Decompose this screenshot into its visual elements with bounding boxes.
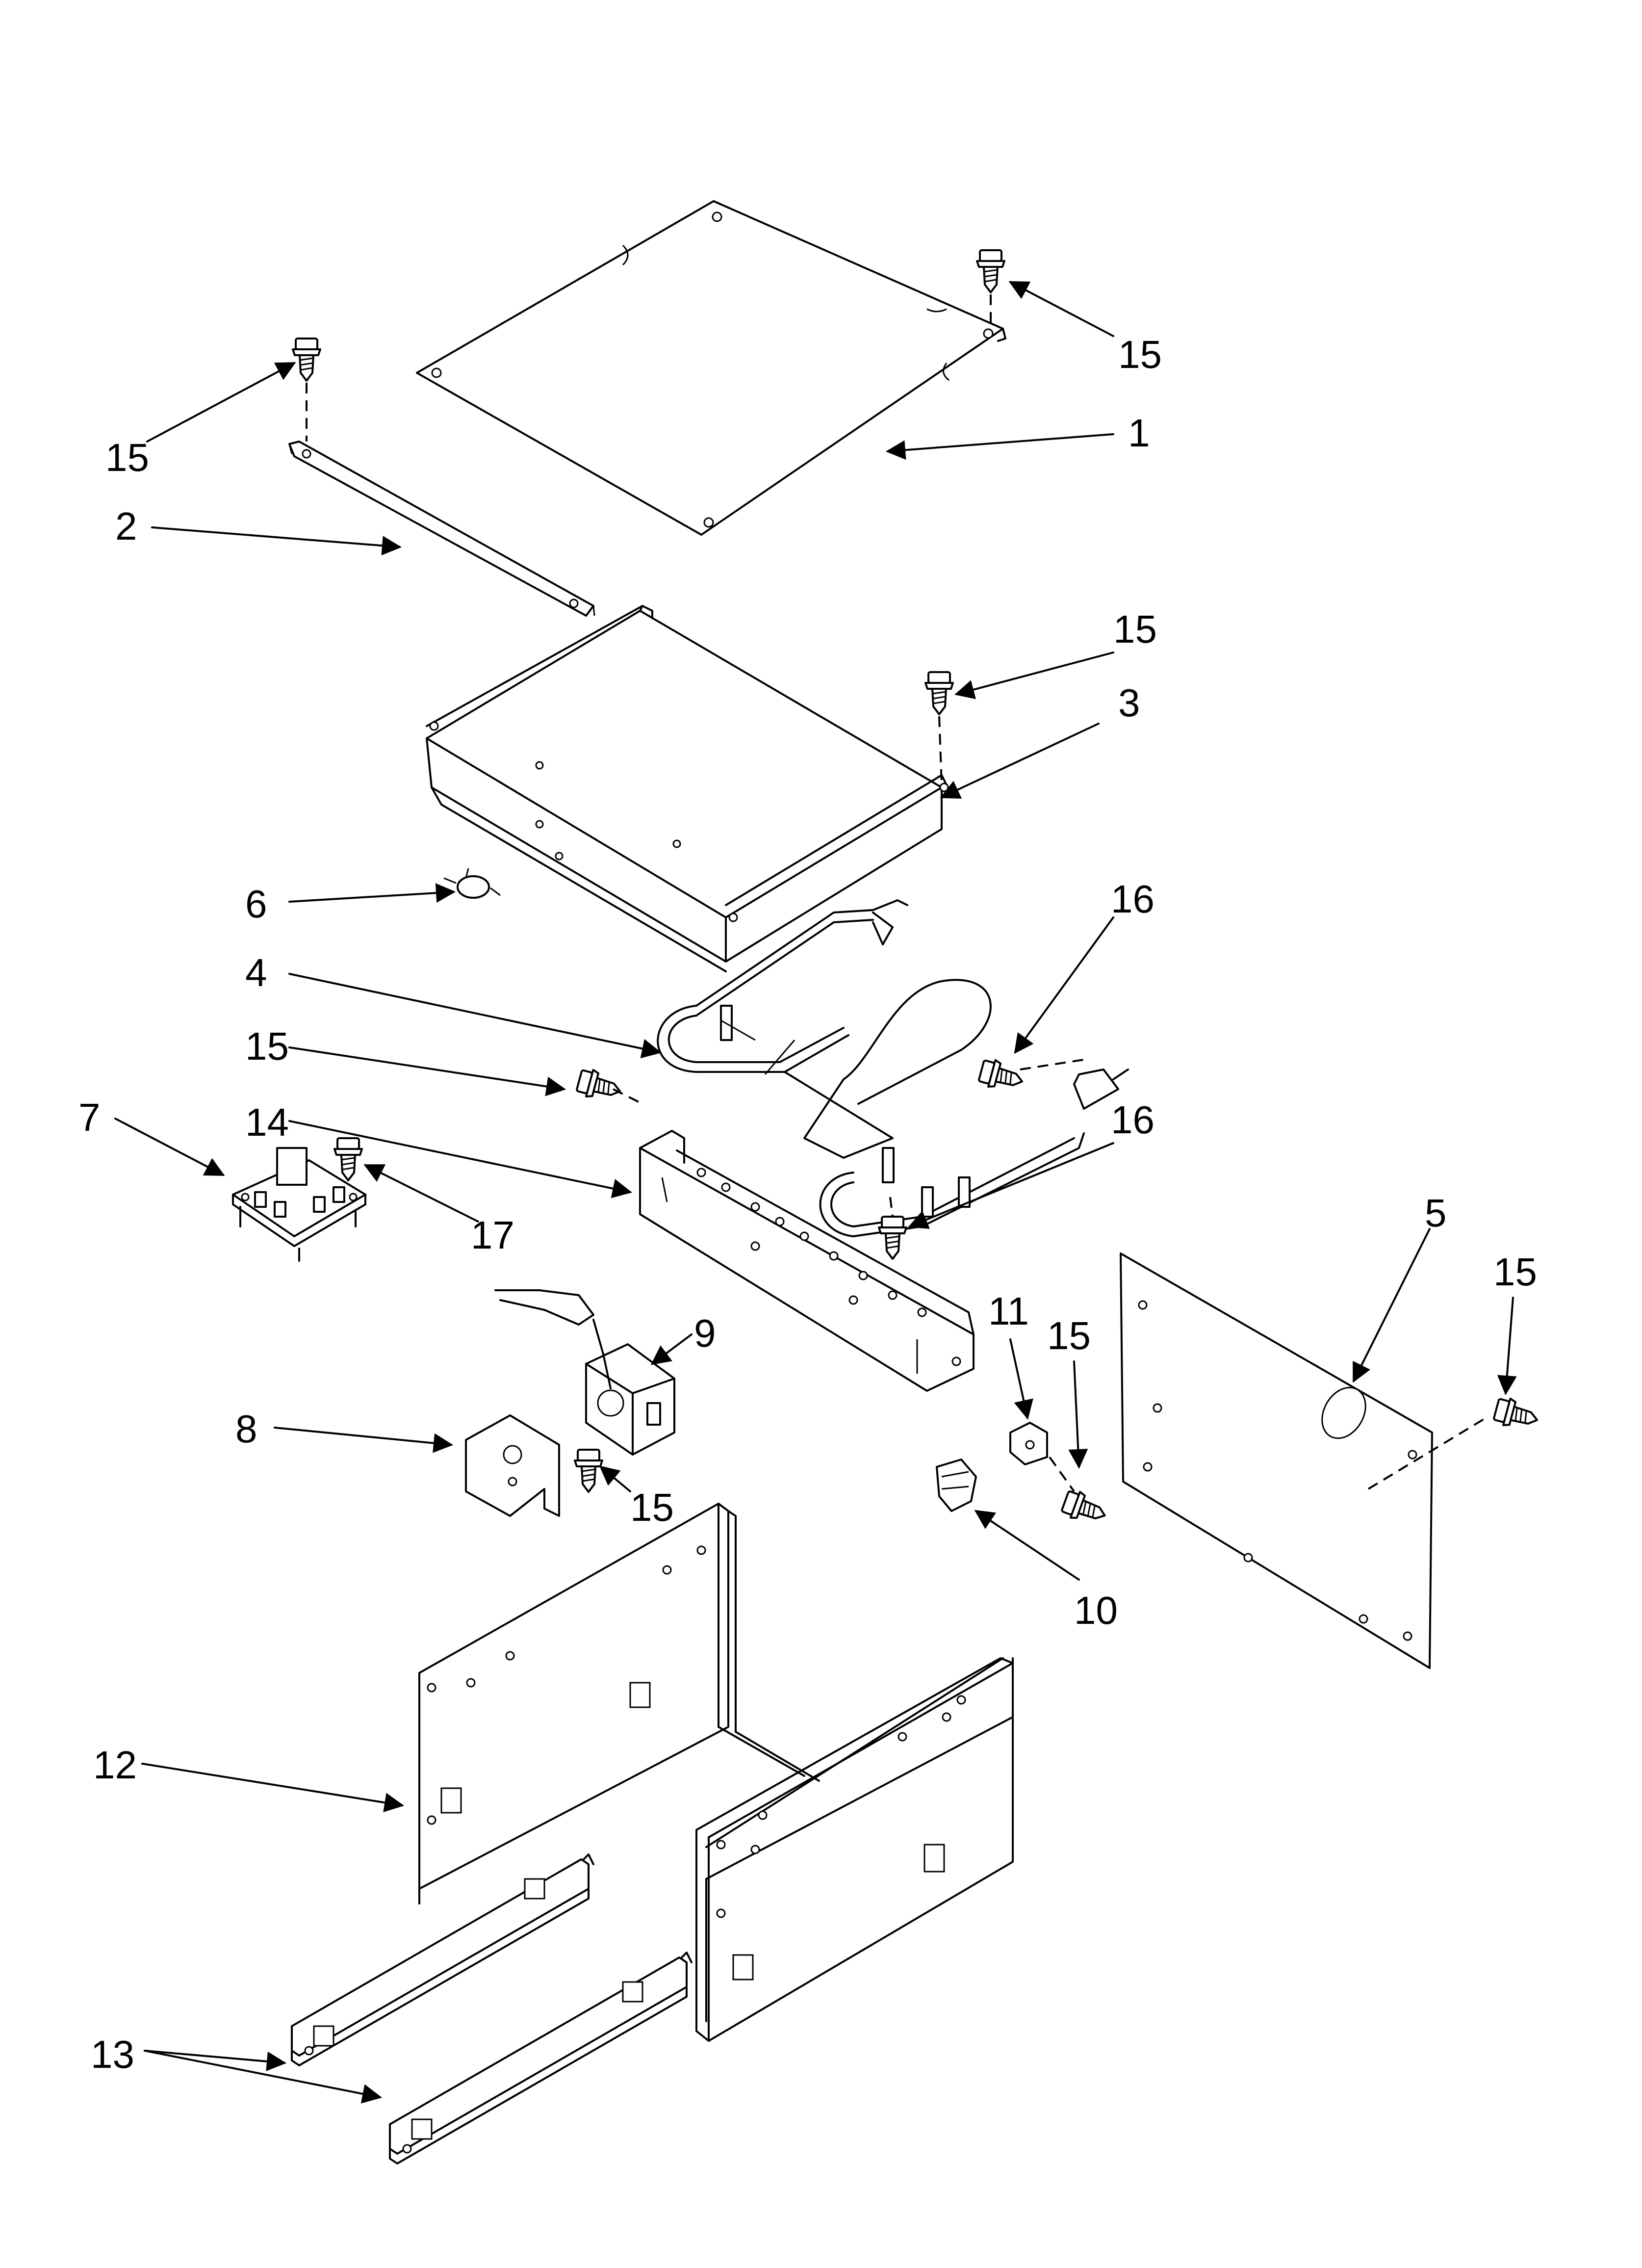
arrow-icon xyxy=(144,2050,382,2104)
callout-15-top-right: 15 xyxy=(1118,333,1162,376)
arrow-icon xyxy=(146,362,296,443)
arrow-icon xyxy=(940,723,1100,799)
screw-icon xyxy=(976,1056,1027,1096)
callout-12: 12 xyxy=(93,1743,137,1787)
callout-15-element: 15 xyxy=(245,1024,289,1068)
leader-arrows xyxy=(114,281,1517,2104)
arrow-icon xyxy=(1497,1297,1517,1395)
callout-1: 1 xyxy=(1128,411,1150,455)
arrow-icon xyxy=(274,1427,453,1453)
callout-14: 14 xyxy=(245,1100,289,1144)
part-12-cabinet-frame xyxy=(418,1503,1014,2022)
callout-2: 2 xyxy=(115,504,137,548)
part-14-bracket xyxy=(639,1130,975,1392)
arrow-icon xyxy=(974,1510,1080,1581)
part-5-side-panel xyxy=(1120,1252,1433,1669)
arrow-icon xyxy=(288,973,662,1059)
arrow-icon xyxy=(886,433,1114,460)
callout-5: 5 xyxy=(1425,1191,1447,1235)
callout-16-lower: 16 xyxy=(1111,1098,1155,1142)
part-7-control-board xyxy=(232,1147,366,1262)
screw-guide-line xyxy=(1367,1417,1487,1490)
screw-icon xyxy=(574,1066,625,1106)
arrow-icon xyxy=(1068,1360,1088,1469)
screw-icon xyxy=(976,249,1005,293)
part-6-thermal-cutoff xyxy=(443,868,501,899)
part-8-thermostat-bracket xyxy=(465,1414,560,1517)
part-2-rail-strip xyxy=(288,441,595,617)
callout-6: 6 xyxy=(245,882,267,926)
screw-icon xyxy=(1491,1395,1542,1434)
arrow-icon xyxy=(1008,281,1114,337)
callout-7: 7 xyxy=(78,1095,101,1139)
callout-15-tray: 15 xyxy=(1113,607,1157,651)
callout-15-clip: 15 xyxy=(1047,1314,1091,1357)
arrow-icon xyxy=(288,1120,632,1199)
part-9-thermostat xyxy=(494,1289,675,1456)
arrow-icon xyxy=(141,1763,404,1813)
part-13-drawer-slides xyxy=(291,1853,693,2164)
screw-guide-line xyxy=(1020,1059,1084,1070)
screw-icon xyxy=(574,1449,603,1493)
callout-10: 10 xyxy=(1074,1589,1118,1632)
arrow-icon xyxy=(288,1046,566,1096)
part-3-heater-tray xyxy=(426,605,949,972)
part-10-wire-clip xyxy=(936,1459,977,1512)
callout-15-side-panel: 15 xyxy=(1493,1250,1537,1294)
arrow-icon xyxy=(1014,916,1114,1054)
screw-icon xyxy=(292,338,321,382)
screw-icon xyxy=(334,1137,363,1181)
callout-8: 8 xyxy=(235,1407,257,1451)
callout-15-top-left: 15 xyxy=(105,436,149,479)
arrow-icon xyxy=(650,1333,693,1365)
screw-icon xyxy=(878,1216,907,1260)
screw-icon xyxy=(1059,1487,1111,1530)
callout-labels: 15 15 1 2 15 3 6 4 16 15 14 16 7 17 5 15… xyxy=(78,333,1537,2076)
screw-guide-line xyxy=(938,716,943,785)
callout-3: 3 xyxy=(1118,681,1140,725)
part-11-clip xyxy=(1009,1422,1048,1465)
callout-9: 9 xyxy=(694,1311,716,1355)
arrow-icon xyxy=(954,652,1114,700)
screw-guide-line xyxy=(1049,1456,1075,1492)
arrow-icon xyxy=(114,1118,225,1176)
arrow-icon xyxy=(1009,1338,1033,1420)
arrow-icon xyxy=(151,526,402,556)
callout-17: 17 xyxy=(471,1213,514,1257)
arrow-icon xyxy=(1353,1228,1431,1383)
callout-16-upper: 16 xyxy=(1111,877,1155,921)
arrow-icon xyxy=(599,1465,631,1492)
callout-13: 13 xyxy=(91,2033,134,2076)
arrow-icon xyxy=(288,883,456,903)
screw-guide-line xyxy=(613,1088,643,1105)
arrow-icon xyxy=(363,1164,479,1223)
arrow-icon xyxy=(144,2050,286,2071)
screw-icon xyxy=(924,671,954,715)
part-12-frame-right-panel xyxy=(695,1657,1014,2042)
arrow-icon xyxy=(908,1142,1114,1229)
callout-11: 11 xyxy=(988,1289,1029,1333)
screw-guide-line xyxy=(889,1197,894,1217)
callout-15-thermostat: 15 xyxy=(630,1486,674,1529)
callout-4: 4 xyxy=(245,951,267,994)
part-1-top-panel xyxy=(416,200,1006,536)
